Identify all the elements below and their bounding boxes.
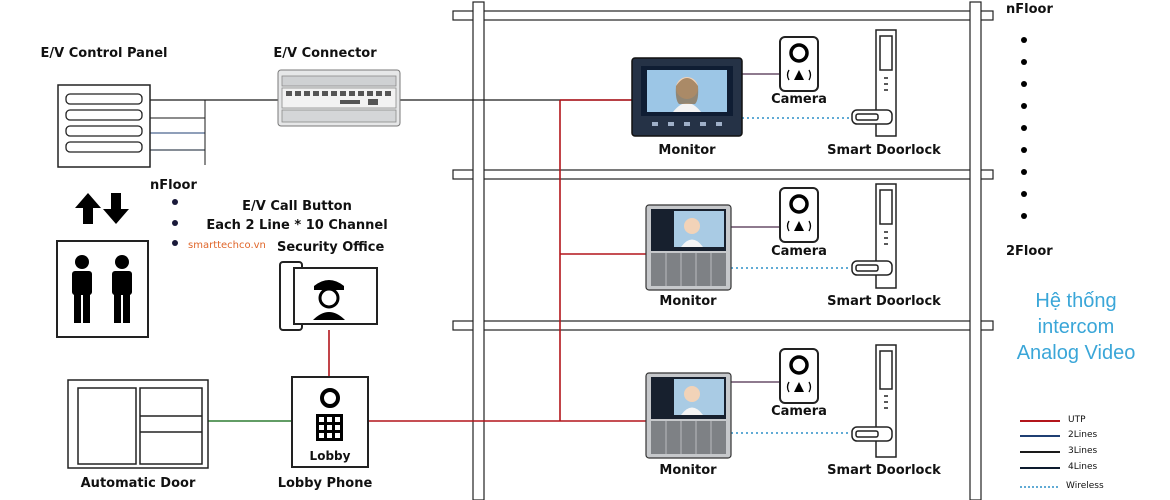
doorlock-icon: [851, 29, 897, 137]
camera-icon: [779, 36, 819, 92]
system-title: Hệ thống intercom Analog Video: [1017, 288, 1136, 366]
legend-lines: [1020, 420, 1060, 488]
control-panel-icon: [57, 84, 151, 168]
legend-wireless: Wireless: [1066, 481, 1104, 491]
system-title-line-1: Hệ thống: [1035, 290, 1117, 312]
legend-2lines: 2Lines: [1068, 430, 1098, 440]
control-panel-label: E/V Control Panel: [40, 46, 168, 61]
building-frame: [452, 1, 994, 500]
lobby-label: Lobby: [309, 449, 351, 463]
floor-2-label: 2Floor: [1006, 244, 1053, 259]
lobby-phone-label: Lobby Phone: [277, 476, 373, 491]
monitor-label: Monitor: [659, 463, 717, 478]
monitor-icon: [645, 372, 732, 459]
camera-icon: [779, 187, 819, 243]
nfloor-left-dots: [172, 199, 178, 246]
doorlock-icon: [851, 183, 897, 289]
doorlock-icon: [851, 344, 897, 458]
security-office-label: Security Office: [277, 240, 385, 255]
camera-label: Camera: [771, 92, 827, 107]
automatic-door-label: Automatic Door: [80, 476, 196, 491]
watermark-text: smarttechco.vn: [188, 240, 266, 251]
call-button-channels-label: Each 2 Line * 10 Channel: [206, 218, 388, 233]
monitor-icon: [631, 57, 743, 137]
call-button-label: E/V Call Button: [242, 199, 352, 214]
camera-icon: [779, 348, 819, 404]
nfloor-right-label: nFloor: [1006, 2, 1053, 17]
floor-dots: [1021, 37, 1027, 219]
monitor-label: Monitor: [659, 294, 717, 309]
legend-utp: UTP: [1068, 415, 1086, 425]
system-title-line-3: Analog Video: [1016, 342, 1136, 364]
doorlock-label: Smart Doorlock: [827, 143, 941, 158]
elevator-people-icon: [56, 240, 149, 338]
elevator-arrows-icon: [75, 193, 129, 224]
connector-label: E/V Connector: [273, 46, 377, 61]
doorlock-label: Smart Doorlock: [827, 463, 941, 478]
system-title-line-2: intercom: [1037, 316, 1115, 338]
wiring: [150, 73, 850, 434]
security-office-icon: [279, 261, 378, 331]
monitor-icon: [645, 204, 732, 291]
legend-3lines: 3Lines: [1068, 446, 1098, 456]
monitor-label: Monitor: [658, 143, 716, 158]
camera-label: Camera: [771, 244, 827, 259]
ev-connector-icon: [277, 69, 401, 127]
nfloor-left-label: nFloor: [150, 178, 197, 193]
lobby-phone-icon: [291, 376, 369, 468]
automatic-door-icon: [67, 379, 209, 469]
doorlock-label: Smart Doorlock: [827, 294, 941, 309]
legend-4lines: 4Lines: [1068, 462, 1098, 472]
camera-label: Camera: [771, 404, 827, 419]
